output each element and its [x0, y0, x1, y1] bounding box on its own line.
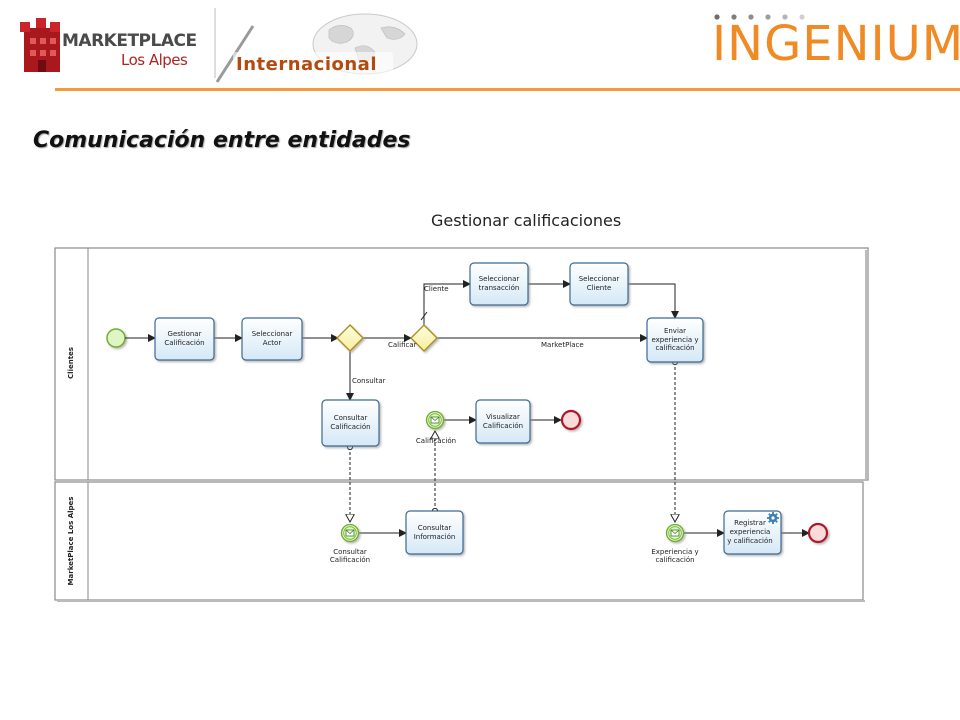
page-title: Comunicación entre entidades — [33, 128, 411, 153]
task-consultar-calificacion — [321, 399, 380, 447]
diagram-title: Gestionar calificaciones — [431, 211, 622, 230]
task-label-seleccionar-transaccion: Seleccionar transacción — [478, 275, 520, 292]
task-seleccionar-transaccion — [469, 262, 529, 306]
task-gestionar-calificacion — [154, 317, 215, 361]
task-label-registrar: Registrar experiencia y calificación — [727, 519, 773, 545]
task-label-visualizar: Visualizar Calificación — [482, 412, 524, 430]
lane-clientes-pool — [54, 247, 869, 481]
flow-label-marketplace: MarketPlace — [541, 341, 584, 349]
message-event-calificacion — [425, 410, 445, 430]
task-label-consultar-calificacion: Consultar Calificación — [330, 414, 371, 431]
ingenium-logo: INGENIUM — [712, 16, 960, 72]
flow-label-consultar: Consultar — [352, 377, 386, 385]
lane-label-marketplace: MarketPlace Los Alpes — [67, 496, 75, 586]
message-event-consultar — [340, 523, 360, 543]
end-event-registrar — [807, 522, 829, 544]
start-event — [106, 328, 126, 348]
message-event-experiencia — [665, 523, 685, 543]
task-label-enviar: Enviar experiencia y calificación — [651, 326, 699, 353]
event-label-experiencia: Experiencia y calificación — [651, 548, 699, 565]
task-registrar-experiencia — [723, 510, 782, 555]
world-map-graphic — [214, 8, 418, 83]
flow-label-cliente: Cliente — [424, 285, 449, 293]
brand-subtitle: Los Alpes — [121, 51, 188, 69]
task-label-gestionar: Gestionar Calificación — [164, 330, 205, 347]
dots-decoration — [714, 14, 805, 20]
gateway-calificar — [410, 324, 438, 352]
event-label-calificacion: Calificación — [415, 437, 457, 445]
task-label-seleccionar-cliente: Seleccionar Cliente — [578, 275, 620, 292]
header-divider — [55, 88, 960, 91]
task-enviar-experiencia — [646, 317, 704, 363]
task-consultar-informacion — [405, 510, 464, 555]
gateway-actor — [336, 324, 364, 352]
task-label-consultar-informacion: Consultar Información — [413, 523, 456, 541]
brand-title: MARKETPLACE — [62, 31, 197, 51]
end-event-visualizar — [560, 409, 582, 431]
task-seleccionar-cliente — [569, 262, 629, 306]
flow-label-calificar: Calificar — [388, 341, 417, 349]
event-label-consultar-calificacion: Consultar Calificación — [329, 548, 371, 565]
task-visualizar-calificacion — [475, 399, 531, 444]
lane-label-clientes: Clientes — [67, 347, 75, 379]
building-icon — [20, 18, 60, 72]
task-label-seleccionar-actor: Seleccionar Actor — [251, 330, 293, 347]
task-seleccionar-actor — [241, 317, 303, 361]
gear-icon — [767, 512, 779, 524]
marketplace-logo — [18, 10, 218, 80]
brand-tag: Internacional — [236, 54, 377, 75]
